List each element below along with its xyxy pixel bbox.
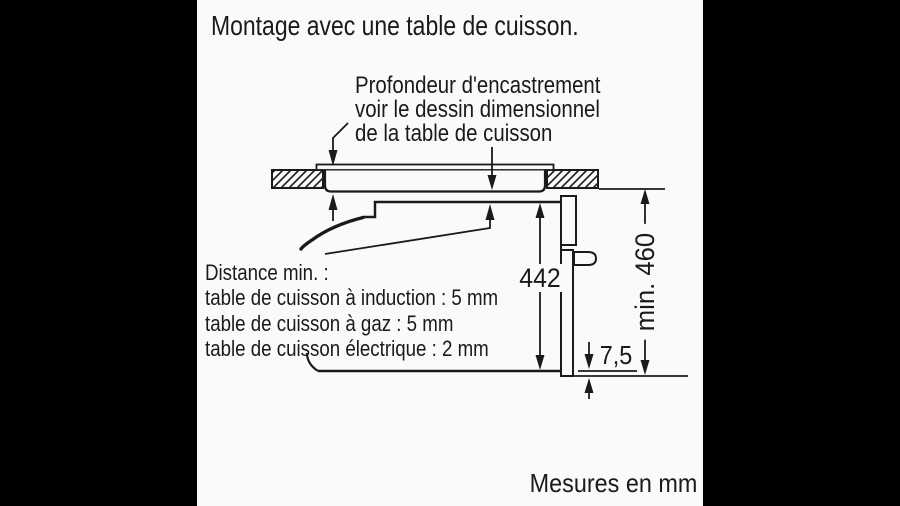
worktop-right-section xyxy=(546,169,599,189)
oven-carcass-outline xyxy=(305,200,561,373)
dimension-min460-label: min. 460 xyxy=(630,224,660,340)
depth-leader-arrow-left xyxy=(328,122,349,166)
depth-note: Profondeur d'encastrement voir le dessin… xyxy=(355,74,600,146)
distance-note-line-4: table de cuisson électrique : 2 mm xyxy=(205,336,489,362)
depth-note-line-1: Profondeur d'encastrement xyxy=(355,72,601,99)
distance-note-line-1: Distance min. : xyxy=(205,260,329,285)
min-distance-up-arrow xyxy=(328,194,338,221)
distance-note-line-2: table de cuisson à induction : 5 mm xyxy=(205,285,499,311)
depth-note-line-3: de la table de cuisson xyxy=(355,120,553,147)
depth-leader-arrow-center xyxy=(487,147,497,190)
units-note: Mesures en mm xyxy=(529,468,697,498)
oven-door-handle xyxy=(573,251,598,266)
diagram-title: Montage avec une table de cuisson. xyxy=(211,10,579,41)
dimension-75-arrows xyxy=(584,342,594,399)
hob-lip xyxy=(315,163,555,171)
distance-note-line-3: table de cuisson à gaz : 5 mm xyxy=(205,310,454,336)
oven-control-panel xyxy=(560,195,577,246)
dimension-75-label: 7,5 xyxy=(599,340,633,370)
oven-door xyxy=(560,249,574,377)
page-canvas: Montage avec une table de cuisson. Profo… xyxy=(197,0,703,506)
min-distance-leader xyxy=(324,204,495,255)
dimension-442-label: 442 xyxy=(516,264,564,292)
worktop-left-section xyxy=(271,169,324,189)
min-distance-note: Distance min. : table de cuisson à induc… xyxy=(205,260,498,362)
hob-body xyxy=(323,170,547,193)
hob-power-cable xyxy=(299,215,365,251)
depth-note-line-2: voir le dessin dimensionnel xyxy=(355,96,600,123)
